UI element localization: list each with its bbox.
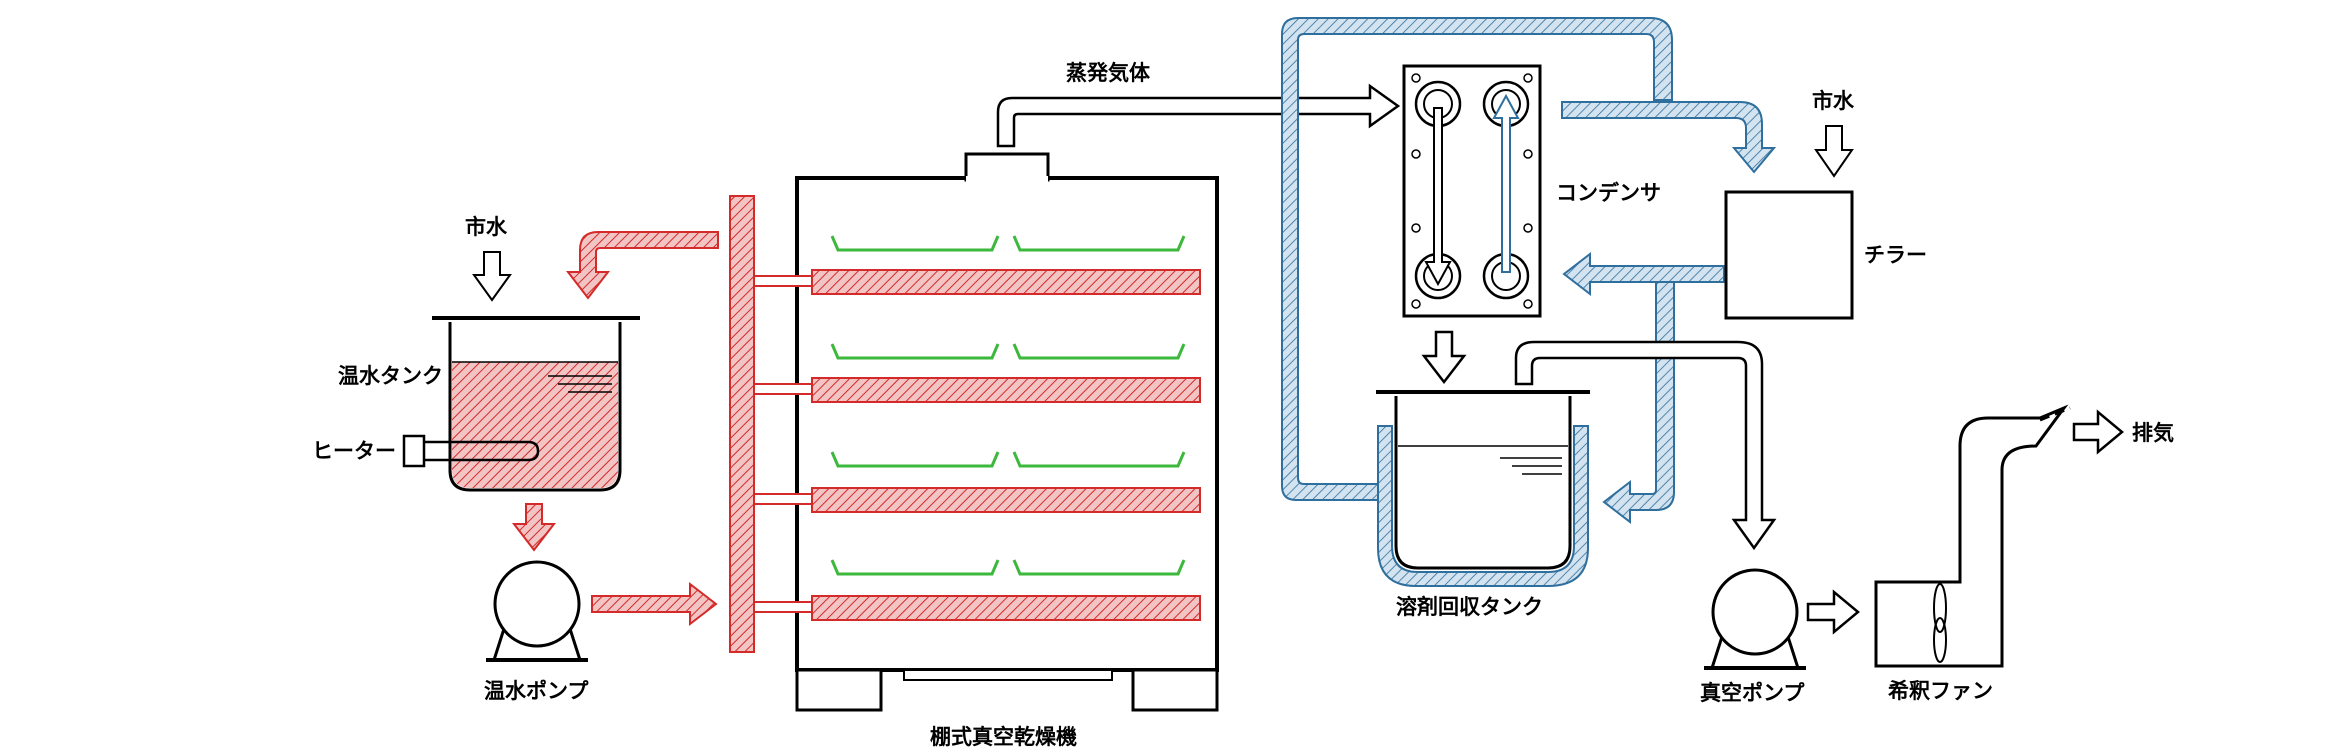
hot-water-tank: 温水タンク — [338, 316, 640, 492]
heating-shelf-3 — [811, 487, 1201, 513]
chiller: チラー — [1724, 190, 1927, 320]
fan-blade-icon — [1933, 583, 1947, 633]
solvent-recovery-tank: 溶剤回収タンク — [1376, 390, 1590, 619]
dilution-fan: 希釈ファン — [1874, 404, 2071, 703]
city-water-inlet-right: 市水 — [1812, 89, 1855, 178]
condenser-to-chiller-arrow — [1561, 101, 1777, 174]
exhaust-outlet: 排気 — [2072, 409, 2174, 455]
city-water-right-label: 市水 — [1812, 89, 1855, 113]
condenser: コンデンサ — [1402, 64, 1661, 318]
coolant-flow-arrow — [1492, 93, 1520, 273]
city-water-left-label: 市水 — [465, 215, 508, 239]
down-arrow-icon — [472, 251, 512, 302]
condenser-to-tank-arrow — [1421, 330, 1467, 385]
evaporated-gas-line: 蒸発気体 — [996, 61, 1401, 148]
hot-water-pump: 温水ポンプ — [484, 560, 589, 703]
vacuum-suction-line — [1514, 340, 1777, 551]
heating-shelf-4 — [811, 595, 1201, 621]
heating-shelf-2 — [811, 377, 1201, 403]
right-arrow-icon — [2072, 409, 2124, 455]
condenser-label: コンデンサ — [1556, 181, 1661, 205]
hot-water-pump-label: 温水ポンプ — [484, 679, 589, 703]
dilution-fan-label: 希釈ファン — [1888, 679, 1993, 703]
heater-label: ヒーター — [312, 439, 396, 463]
shelf-vacuum-dryer: 棚式真空乾燥機 — [795, 152, 1219, 749]
chiller-to-condenser-arrow — [1562, 251, 1725, 297]
cooling-water-loop — [1281, 17, 1673, 501]
heater: ヒーター — [312, 434, 540, 468]
vacuum-pump-label: 真空ポンプ — [1700, 681, 1805, 705]
shelf-dryer-label: 棚式真空乾燥機 — [930, 725, 1077, 749]
chiller-label: チラー — [1864, 243, 1927, 267]
hot-water-header — [729, 195, 813, 653]
heating-shelf-1 — [811, 269, 1201, 295]
hot-water-return-arrow — [565, 231, 719, 300]
vacuum-pump: 真空ポンプ — [1700, 568, 1806, 705]
pump-to-fan-arrow — [1806, 589, 1860, 635]
exhaust-label: 排気 — [2132, 421, 2174, 445]
tank-to-pump-arrow — [511, 503, 557, 552]
city-water-inlet-left: 市水 — [465, 215, 512, 302]
chiller-to-tank-arrow — [1602, 281, 1675, 525]
pump-to-header-arrow — [591, 581, 718, 627]
evaporated-gas-label: 蒸発気体 — [1066, 61, 1151, 85]
trays — [830, 235, 1186, 576]
gas-flow-arrow — [1424, 107, 1452, 287]
hot-water-tank-label: 温水タンク — [338, 364, 443, 388]
solvent-tank-label: 溶剤回収タンク — [1396, 595, 1543, 619]
down-arrow-icon — [1814, 125, 1854, 178]
